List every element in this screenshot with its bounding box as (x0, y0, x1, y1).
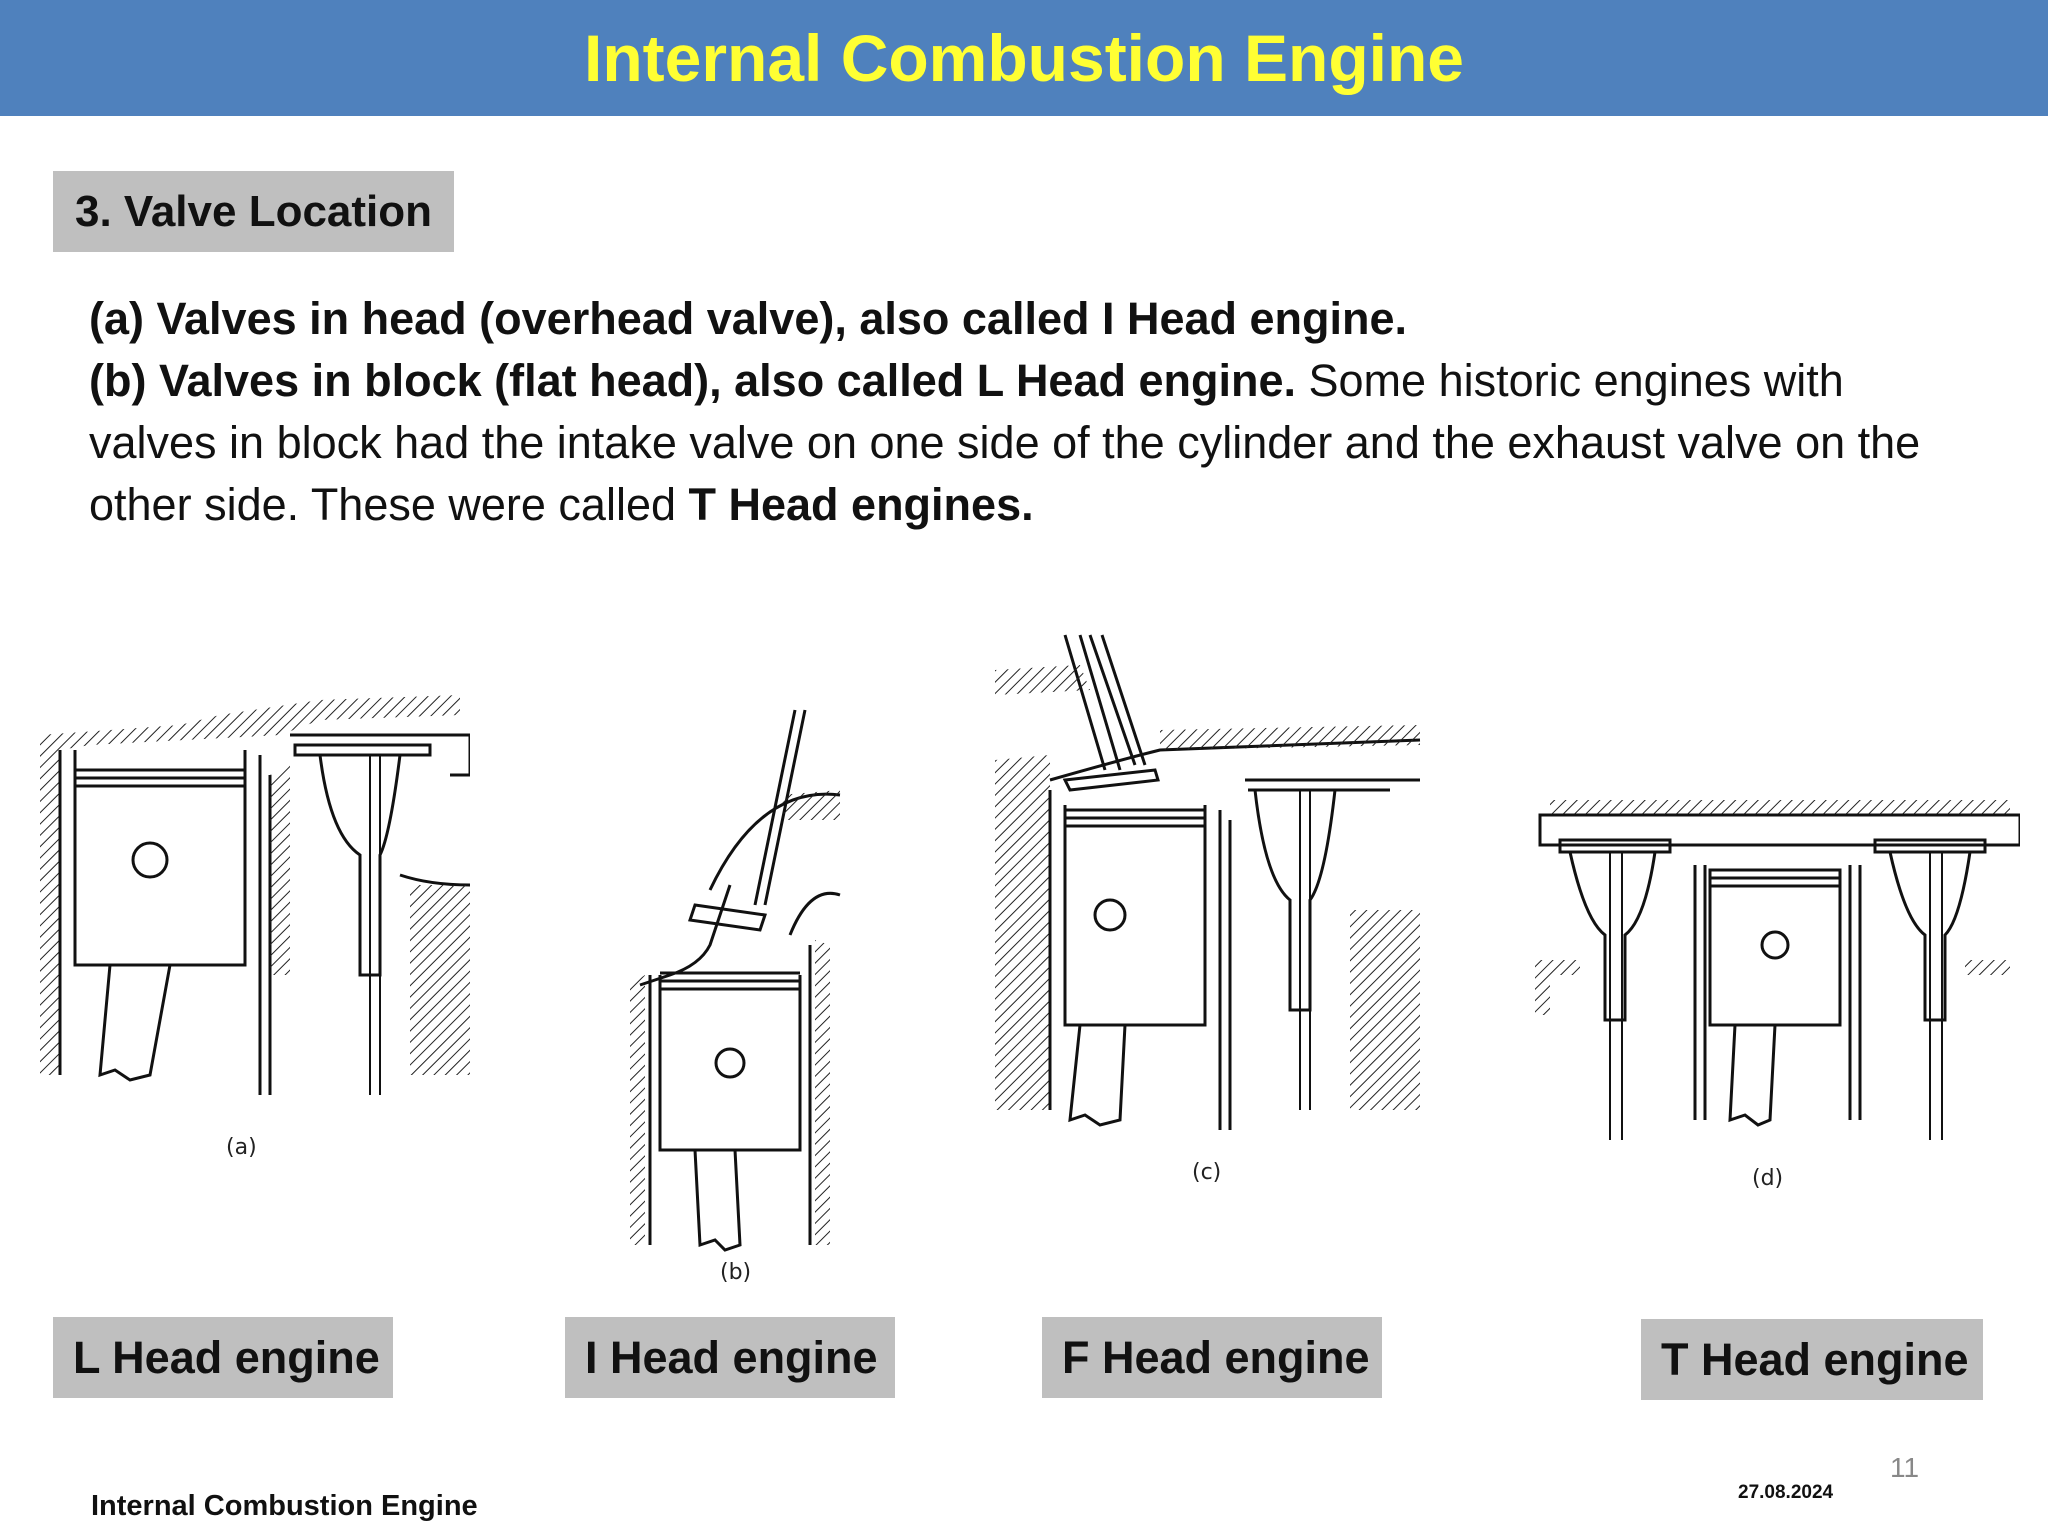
slide-title: Internal Combustion Engine (583, 21, 1464, 95)
figure-t-head-diagram (1530, 790, 2020, 1150)
page-number: 11 (1890, 1452, 1920, 1483)
footer-date: 27.08.2024 (1738, 1482, 1834, 1503)
footer-title: Internal Combustion Engine (91, 1490, 478, 1522)
caption-f-head-engine: F Head engine (1042, 1317, 1382, 1398)
figure-c-label: (c) (1192, 1160, 1222, 1185)
body-line-a: (a) Valves in head (overhead valve), als… (89, 293, 1408, 344)
figure-f-head-diagram (990, 630, 1430, 1130)
caption-i-head-engine: I Head engine (565, 1317, 895, 1398)
figure-i-head-diagram (620, 705, 850, 1265)
caption-t-head-engine: T Head engine (1641, 1319, 1983, 1400)
body-text: (a) Valves in head (overhead valve), als… (89, 288, 1969, 536)
figure-l-head-diagram (30, 675, 470, 1095)
section-heading: 3. Valve Location (53, 171, 455, 252)
figure-a-label: (a) (226, 1135, 257, 1160)
caption-l-head-engine: L Head engine (53, 1317, 393, 1398)
figure-b-label: (b) (720, 1260, 752, 1285)
title-bar: Internal Combustion Engine (0, 0, 2048, 116)
body-line-b: (b) Valves in block (flat head), also ca… (89, 355, 1921, 530)
figure-d-label: (d) (1752, 1166, 1784, 1191)
